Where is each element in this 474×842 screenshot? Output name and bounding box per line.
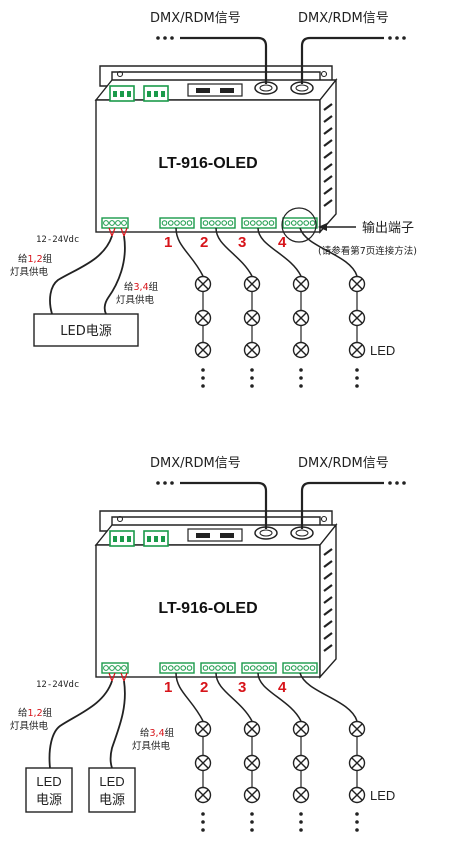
diagram-top: DMX/RDM信号 DMX/RDM信号 LT-916-OLED 1 2 3 4 … [10,11,417,388]
dmx-in-dots [156,481,174,485]
port-number-4: 4 [278,234,287,251]
psu-label: LED电源 [60,324,111,339]
svg-text:灯具供电: 灯具供电 [10,720,49,732]
diagram-bottom: DMX/RDM信号 DMX/RDM信号 LT-916-OLED 1 2 3 4 … [10,456,406,832]
continuation-dots [201,368,205,388]
continuation-dots [250,812,254,832]
dmx-out-dots [388,481,406,485]
power-wire-b [109,680,126,769]
psu2-label-line1: LED [99,774,124,789]
lamp-icon [243,275,261,293]
led-label: LED [370,788,395,803]
port-number-2: 2 [200,679,208,696]
power-wire-b [103,235,126,315]
svg-text:给3,4组: 给3,4组 [140,727,175,739]
lamp-icon [292,754,310,772]
svg-text:灯具供电: 灯具供电 [10,266,49,278]
power-wire-a [49,235,113,315]
continuation-dots [201,812,205,832]
lamp-icon [243,754,261,772]
svg-text:灯具供电: 灯具供电 [132,740,171,752]
lamp-icon [348,754,366,772]
dmx-in-label: DMX/RDM信号 [150,11,241,26]
lamp-icon [348,309,366,327]
lamp-column-2 [243,720,261,832]
dmx-in-dots [156,36,174,40]
supply-note-a: 给1,2组 灯具供电 [10,707,53,732]
lamp-icon [292,275,310,293]
svg-text:灯具供电: 灯具供电 [116,294,155,306]
output-terminal-highlight [281,207,317,243]
controller-device [96,511,336,677]
dmx-out-dots [388,36,406,40]
port-number-3: 3 [238,679,246,696]
lamp-icon [194,275,212,293]
lamp-column-4 [348,275,366,388]
model-title: LT-916-OLED [158,155,257,172]
lamp-icon [348,720,366,738]
dmx-in-cable [180,36,268,84]
supply-note-b: 给3,4组 灯具供电 [116,281,159,306]
psu2-label-line2: 电源 [99,793,125,808]
lamp-column-3 [292,275,310,388]
svg-text:给3,4组: 给3,4组 [124,281,159,293]
lamp-icon [194,754,212,772]
lamp-column-2 [243,275,261,388]
voltage-label: 12-24Vdc [36,680,79,690]
lamp-icon [348,341,366,359]
lamp-icon [243,341,261,359]
lamp-column-1 [194,275,212,388]
dmx-out-label: DMX/RDM信号 [298,11,389,26]
continuation-dots [299,368,303,388]
svg-text:给1,2组: 给1,2组 [18,253,53,265]
lamp-icon [243,786,261,804]
psu1-label-line1: LED [36,774,61,789]
dmx-in-cable [180,481,268,529]
port-number-1: 1 [164,234,172,251]
supply-note-a: 给1,2组 灯具供电 [10,253,53,278]
lamp-column-4 [348,720,366,832]
continuation-dots [355,812,359,832]
lamp-icon [243,720,261,738]
lamp-icon [243,309,261,327]
led-power-supply [33,313,139,347]
lamp-icon [292,786,310,804]
output-pointer-arrow-icon [318,223,327,231]
led-power-supply-1 [25,767,73,813]
svg-text:给1,2组: 给1,2组 [18,707,53,719]
led-power-supply-2 [88,767,136,813]
port-number-4: 4 [278,679,287,696]
lamp-icon [292,309,310,327]
dmx-out-label: DMX/RDM信号 [298,456,389,471]
voltage-label: 12-24Vdc [36,235,79,245]
supply-note-b: 给3,4组 灯具供电 [132,727,175,752]
lamp-icon [194,309,212,327]
output-terminal-note: (请参看第7页连接方法) [318,245,417,257]
dmx-out-cable [300,481,384,529]
power-wire-a [48,680,113,769]
lamp-icon [292,341,310,359]
continuation-dots [355,368,359,388]
lamp-icon [194,786,212,804]
lamp-icon [348,275,366,293]
port-number-1: 1 [164,679,172,696]
continuation-dots [299,812,303,832]
lamp-column-1 [194,720,212,832]
lamp-icon [194,341,212,359]
dmx-out-cable [300,36,384,84]
port-number-3: 3 [238,234,246,251]
lamp-icon [348,786,366,804]
port-number-2: 2 [200,234,208,251]
lamp-column-3 [292,720,310,832]
lamp-icon [194,720,212,738]
continuation-dots [250,368,254,388]
dmx-in-label: DMX/RDM信号 [150,456,241,471]
controller-device [96,66,336,232]
output-terminal-label: 输出端子 [362,220,414,236]
lamp-icon [292,720,310,738]
model-title: LT-916-OLED [158,600,257,617]
led-label: LED [370,343,395,358]
psu1-label-line2: 电源 [36,793,62,808]
